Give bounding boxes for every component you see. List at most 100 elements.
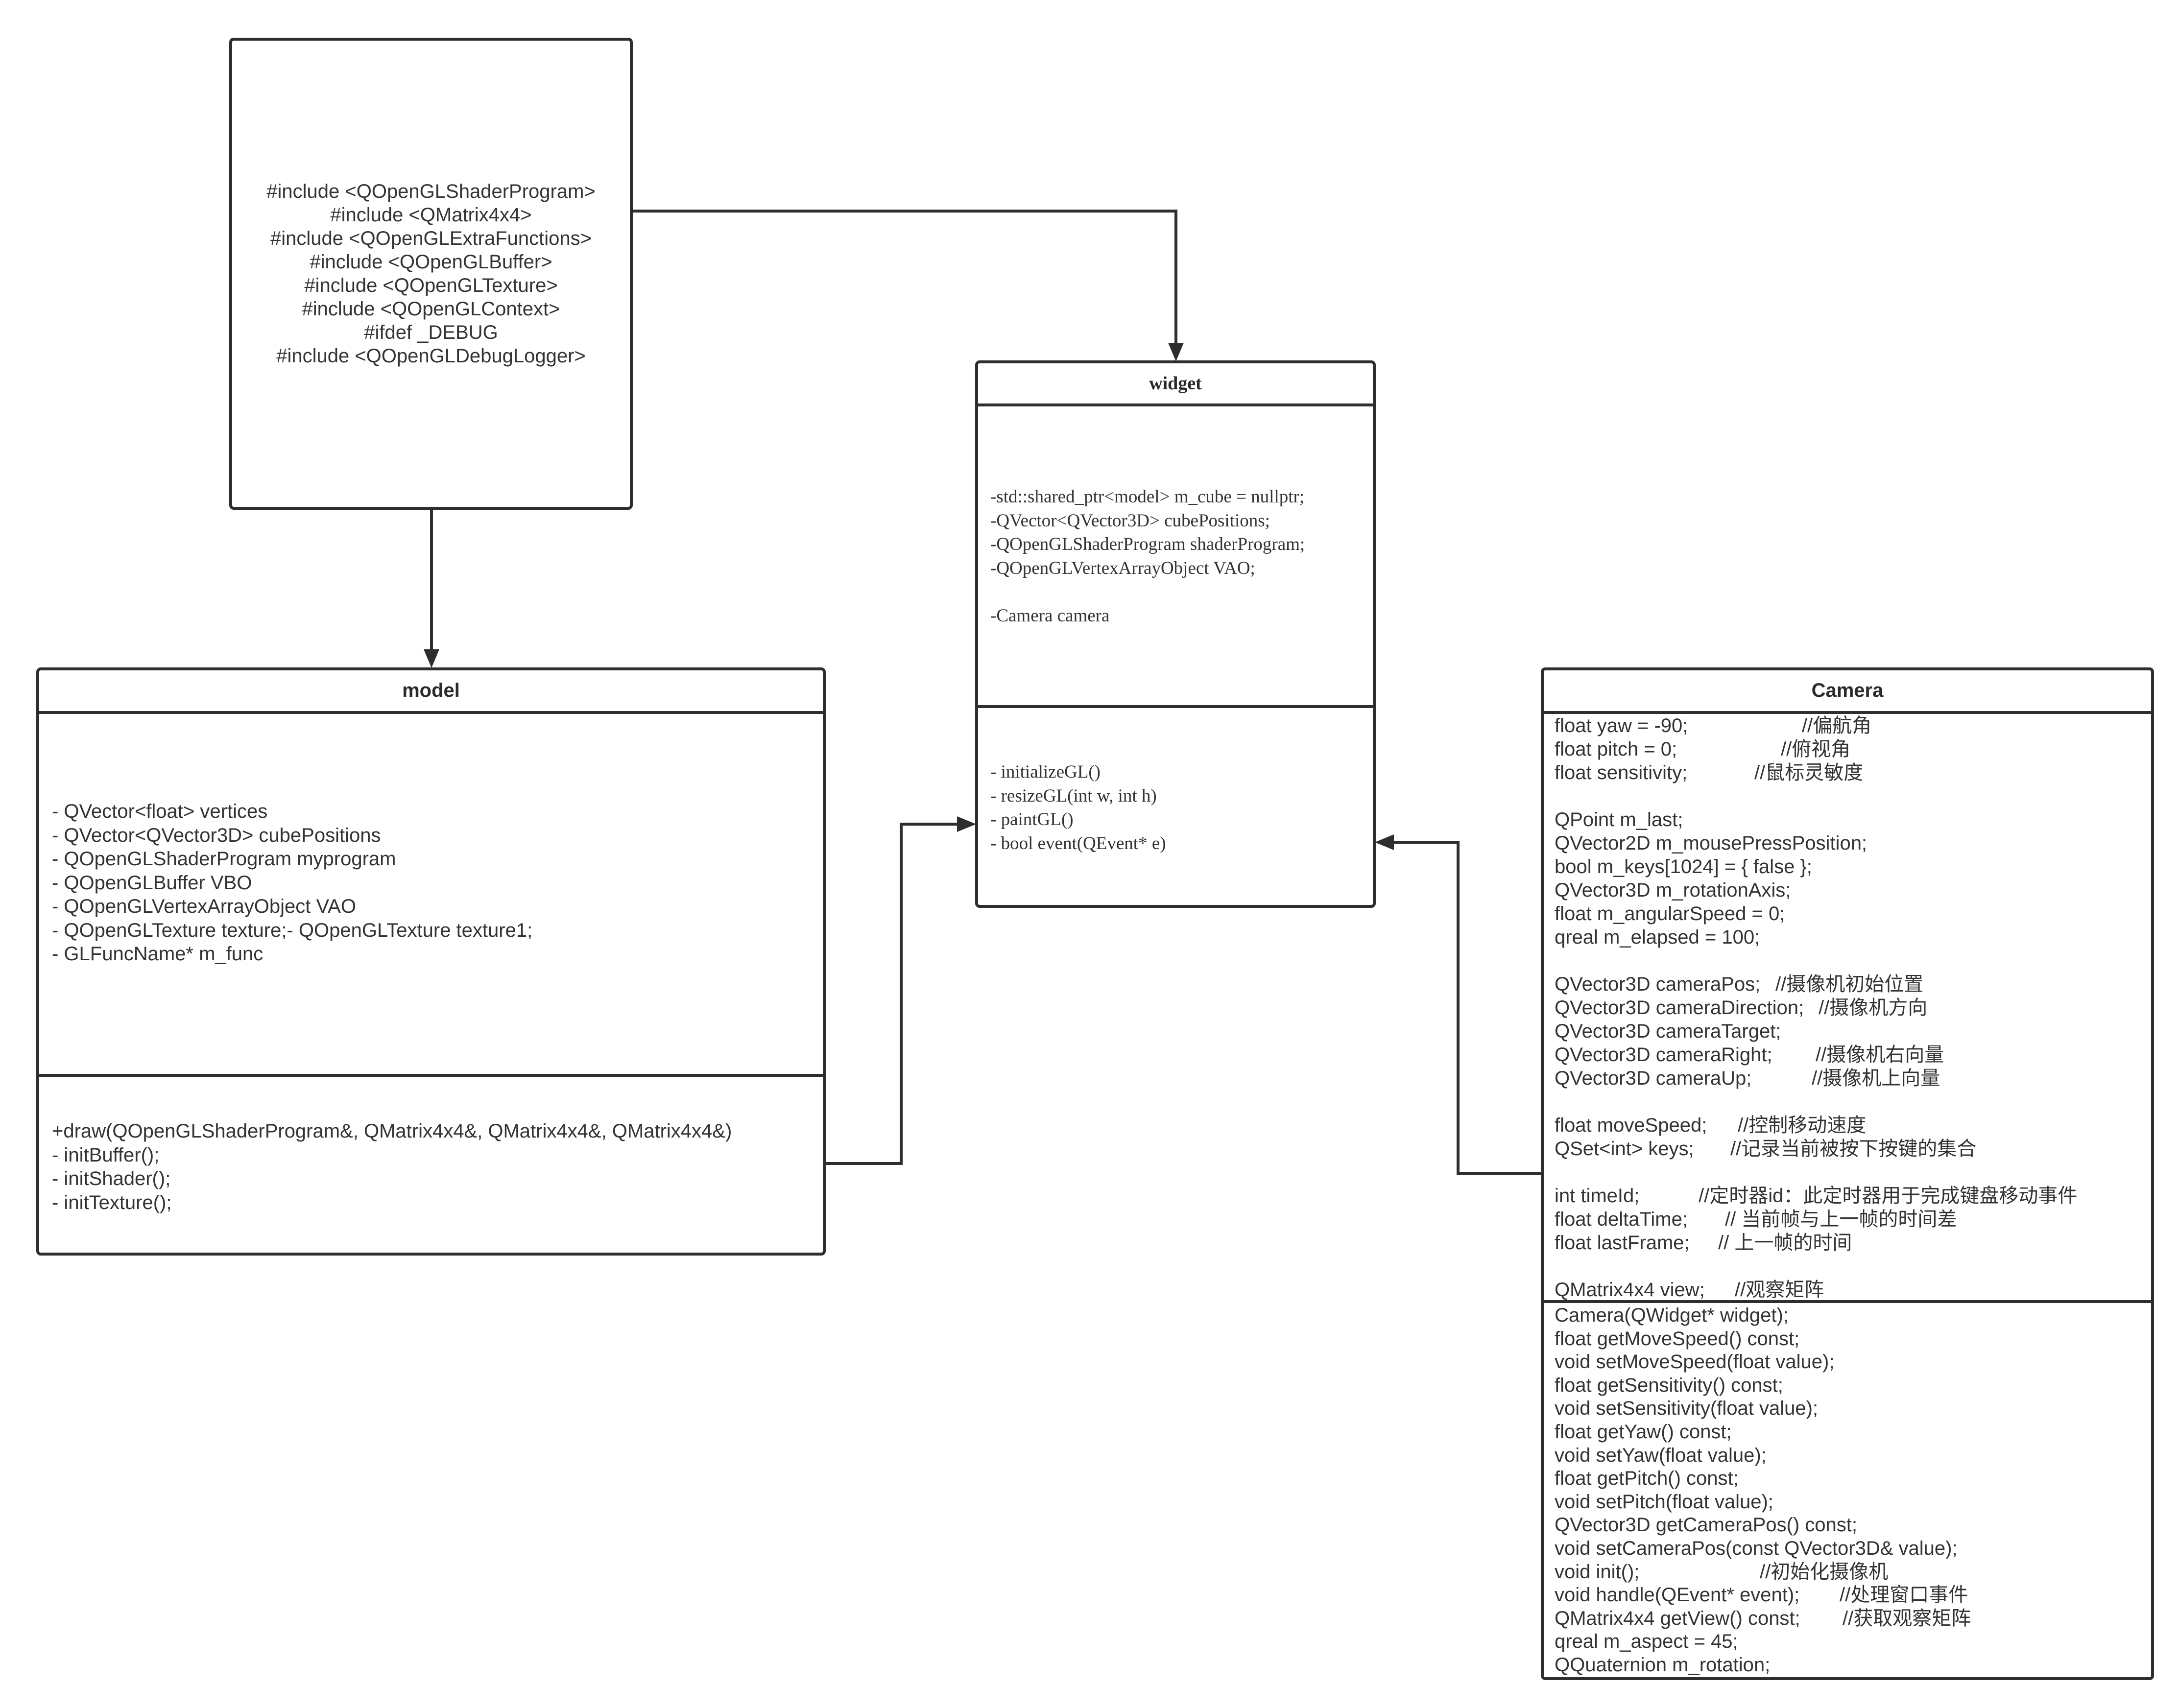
comment-text: // 当前帧与上一帧的时间差 <box>1725 1209 1957 1230</box>
model-class-box: model - QVector<float> vertices - QVecto… <box>36 667 826 1256</box>
method-line: - initializeGL() <box>990 762 1101 782</box>
comment-text: //控制移动速度 <box>1738 1115 1867 1136</box>
code-text: QVector3D m_rotationAxis; <box>1555 879 1791 901</box>
attribute-line: - QVector<float> vertices <box>52 801 268 822</box>
method-line: - bool event(QEvent* e) <box>990 833 1166 854</box>
camera-class-box: Camera float yaw = -90; //偏航角 float pitch… <box>1541 667 2154 1680</box>
comment-text: //摄像机上向量 <box>1812 1068 1940 1089</box>
spacer <box>1555 784 2151 808</box>
attribute-line: float deltaTime;// 当前帧与上一帧的时间差 <box>1555 1208 2151 1231</box>
attribute-line: QPoint m_last; <box>1555 808 2151 831</box>
attribute-line: QVector3D cameraTarget; <box>1555 1020 2151 1043</box>
attribute-line: QVector3D cameraPos;//摄像机初始位置 <box>1555 973 2151 996</box>
method-line: - initBuffer(); <box>52 1144 160 1166</box>
code-text: float sensitivity; <box>1555 762 1688 783</box>
method-line: - initTexture(); <box>52 1191 172 1213</box>
code-text: QQuaternion m_rotation; <box>1555 1654 1771 1676</box>
attributes-section: -std::shared_ptr<model> m_cube = nullptr… <box>978 406 1373 708</box>
method-line: QQuaternion m_rotation; <box>1555 1654 2151 1677</box>
attribute-line: QVector3D cameraRight;//摄像机右向量 <box>1555 1043 2151 1067</box>
arrowhead-left <box>1375 834 1394 850</box>
code-text: float m_angularSpeed = 0; <box>1555 903 1785 925</box>
code-text: QPoint m_last; <box>1555 809 1683 830</box>
code-text: void setMoveSpeed(float value); <box>1555 1351 1835 1373</box>
code-text: Camera(QWidget* widget); <box>1555 1305 1789 1326</box>
code-text: float getPitch() const; <box>1555 1468 1739 1490</box>
include-line: #include <QMatrix4x4> <box>330 204 532 226</box>
code-text: QVector3D getCameraPos() const; <box>1555 1514 1858 1536</box>
arrowhead-right <box>957 816 976 832</box>
attribute-line: QVector3D cameraUp; //摄像机上向量 <box>1555 1067 2151 1090</box>
class-title: widget <box>978 363 1373 406</box>
code-text: qreal m_elapsed = 100; <box>1555 926 1760 948</box>
attribute-line: - QOpenGLVertexArrayObject VAO <box>52 896 356 917</box>
code-text: void setYaw(float value); <box>1555 1444 1767 1466</box>
comment-text: // 上一帧的时间 <box>1718 1232 1852 1254</box>
method-line: float getSensitivity() const; <box>1555 1374 2151 1398</box>
comment-text: //获取观察矩阵 <box>1843 1607 1971 1629</box>
comment-text: //定时器id：此定时器用于完成键盘移动事件 <box>1699 1185 2078 1207</box>
code-text: float yaw = -90; <box>1555 715 1688 736</box>
include-line: #include <QOpenGLTexture> <box>304 275 558 296</box>
attribute-line: QVector2D m_mousePressPosition; <box>1555 831 2151 855</box>
attributes-section: float yaw = -90; //偏航角 float pitch = 0; //… <box>1544 714 2151 1303</box>
comment-text: //偏航角 <box>1802 715 1872 736</box>
attributes-section: - QVector<float> vertices - QVector<QVec… <box>39 714 823 1077</box>
include-list: #include <QOpenGLShaderProgram> #include… <box>232 41 630 368</box>
code-text: QVector3D cameraUp; <box>1555 1068 1752 1089</box>
method-line: void init();//初始化摄像机 <box>1555 1561 2151 1584</box>
attribute-line: float lastFrame; // 上一帧的时间 <box>1555 1231 2151 1255</box>
method-line: QVector3D getCameraPos() const; <box>1555 1514 2151 1537</box>
attribute-line: -std::shared_ptr<model> m_cube = nullptr… <box>990 487 1305 507</box>
spacer <box>1555 1161 2151 1184</box>
include-note-box: #include <QOpenGLShaderProgram> #include… <box>229 38 633 510</box>
include-line: #include <QOpenGLExtraFunctions> <box>270 228 592 249</box>
attribute-line: -QVector<QVector3D> cubePositions; <box>990 510 1270 531</box>
attribute-line: - QOpenGLBuffer VBO <box>52 872 252 894</box>
include-line: #include <QOpenGLContext> <box>302 298 560 320</box>
include-line: #include <QOpenGLDebugLogger> <box>276 345 586 367</box>
code-text: float pitch = 0; <box>1555 738 1677 760</box>
code-text: float getMoveSpeed() const; <box>1555 1328 1800 1350</box>
spacer <box>1555 949 2151 973</box>
spacer <box>990 580 1373 604</box>
attribute-line: - GLFuncName* m_func <box>52 943 263 965</box>
arrow-camera-to-widget <box>1392 841 1541 1175</box>
attribute-line: -QOpenGLShaderProgram shaderProgram; <box>990 534 1305 554</box>
attribute-line: qreal m_elapsed = 100; <box>1555 925 2151 949</box>
attribute-line: int timeId;//定时器id：此定时器用于完成键盘移动事件 <box>1555 1184 2151 1208</box>
attribute-line: bool m_keys[1024] = { false }; <box>1555 855 2151 878</box>
code-text: float getYaw() const; <box>1555 1421 1732 1443</box>
method-line: - resizeGL(int w, int h) <box>990 785 1157 806</box>
attribute-line: float sensitivity; //鼠标灵敏度 <box>1555 761 2151 784</box>
arrow-model-to-widget <box>826 823 959 1165</box>
attribute-line: float yaw = -90; //偏航角 <box>1555 714 2151 737</box>
methods-section: +draw(QOpenGLShaderProgram&, QMatrix4x4&… <box>39 1077 823 1253</box>
code-text: QMatrix4x4 view; <box>1555 1279 1705 1301</box>
comment-text: //记录当前被按下按键的集合 <box>1730 1138 1977 1160</box>
methods-section: - initializeGL() - resizeGL(int w, int h… <box>978 708 1373 905</box>
method-line: void setPitch(float value); <box>1555 1491 2151 1514</box>
method-line: void setSensitivity(float value); <box>1555 1397 2151 1421</box>
spacer <box>1555 1090 2151 1114</box>
attribute-line: float moveSpeed;//控制移动速度 <box>1555 1114 2151 1137</box>
code-text: QVector3D cameraPos; <box>1555 973 1761 995</box>
attribute-line: -Camera camera <box>990 605 1110 626</box>
code-text: QVector3D cameraRight; <box>1555 1044 1772 1066</box>
class-title: model <box>39 670 823 714</box>
attribute-line: float m_angularSpeed = 0; <box>1555 902 2151 925</box>
attribute-line: - QOpenGLTexture texture;- QOpenGLTextur… <box>52 919 533 941</box>
method-line: float getYaw() const; <box>1555 1421 2151 1444</box>
code-text: QVector3D cameraTarget; <box>1555 1020 1781 1042</box>
code-text: qreal m_aspect = 45; <box>1555 1631 1738 1653</box>
comment-text: //摄像机方向 <box>1819 997 1928 1019</box>
comment-text: //处理窗口事件 <box>1840 1584 1968 1606</box>
comment-text: //初始化摄像机 <box>1760 1561 1889 1583</box>
method-line: float getMoveSpeed() const; <box>1555 1328 2151 1351</box>
attribute-line: - QOpenGLShaderProgram myprogram <box>52 848 396 870</box>
comment-text: //鼠标灵敏度 <box>1754 762 1864 783</box>
class-title: Camera <box>1544 670 2151 714</box>
code-text: float lastFrame; <box>1555 1232 1690 1254</box>
code-text: void handle(QEvent* event); <box>1555 1584 1800 1606</box>
